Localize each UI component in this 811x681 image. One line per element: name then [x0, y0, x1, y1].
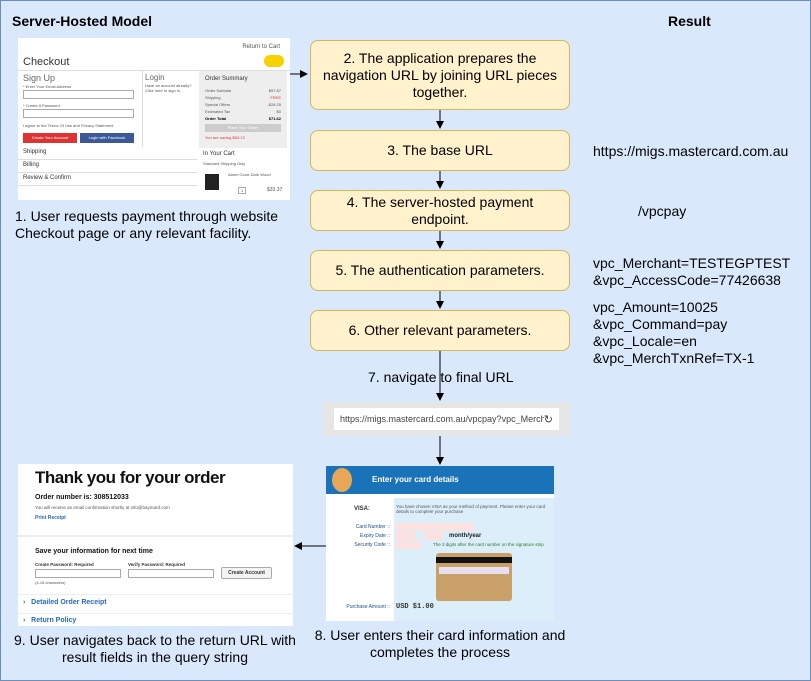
summary-heading: Order Summary	[205, 76, 248, 82]
payment-message: You have chosen VISA as your method of p…	[396, 504, 546, 514]
return-policy-link: › Return Policy	[23, 617, 77, 624]
thanks-title: Thank you for your order	[35, 468, 226, 487]
result-auth: vpc_Merchant=TESTEGPTEST &vpc_AccessCode…	[593, 255, 790, 289]
security-hint: The 3 digits after the card number on th…	[433, 542, 544, 547]
thank-you-screenshot: Thank you for your order Order number is…	[18, 464, 293, 626]
cart-heading: In Your Cart	[203, 151, 235, 157]
security-code-field	[396, 541, 421, 549]
login-heading: Login	[145, 73, 165, 82]
param-command: &vpc_Command=pay	[593, 316, 728, 332]
card-details-screenshot: Enter your card details VISA: You have c…	[326, 466, 554, 621]
result-other: vpc_Amount=10025 &vpc_Command=pay &vpc_L…	[593, 299, 754, 367]
checkout-screenshot: Return to Cart Checkout Sign Up * Enter …	[18, 38, 290, 200]
result-endpoint: /vpcpay	[638, 203, 687, 219]
detailed-receipt-link: › Detailed Order Receipt	[23, 599, 107, 606]
reload-icon[interactable]: ↻	[543, 413, 553, 426]
order-number: Order number is: 308512033	[35, 494, 129, 501]
shipping-only: Standard Shipping Only	[203, 161, 246, 166]
param-merch-ref: &vpc_MerchTxnRef=TX-1	[593, 350, 755, 366]
amount-label: Purchase Amount ::	[346, 604, 390, 610]
create-password-field	[35, 569, 121, 578]
chars-hint: (4-18 characters)	[35, 580, 66, 585]
title-right: Result	[668, 13, 711, 29]
return-to-cart: Return to Cart	[242, 44, 280, 50]
title-left: Server-Hosted Model	[12, 13, 153, 29]
login-text: Have an account already? Click here to s…	[145, 83, 192, 93]
person-image	[332, 468, 352, 492]
item-price: $33.37	[267, 187, 283, 193]
auth-access-code: &vpc_AccessCode=77426638	[593, 272, 781, 288]
norton-seal-icon	[264, 55, 284, 67]
caption-step-1: 1. User requests payment through website…	[15, 208, 279, 241]
password-field	[23, 109, 134, 118]
caption-step-9: 9. User navigates back to the return URL…	[14, 632, 296, 665]
amount-value: USD $1.00	[396, 603, 434, 611]
clock-product-image	[205, 174, 219, 190]
password-label: * Create A Password	[23, 103, 60, 108]
expiry-label: Expiry Date ::	[359, 533, 390, 539]
step-6-box: 6. Other relevant parameters.	[310, 310, 570, 351]
card-header: Enter your card details	[326, 466, 554, 494]
verify-password-label: Verify Password: Required	[128, 562, 186, 567]
url-bar: https://migs.mastercard.com.au/vpcpay?vp…	[323, 402, 570, 436]
expiry-month-field	[396, 532, 415, 540]
step-2-box: 2. The application prepares the navigati…	[310, 40, 570, 110]
security-label: Security Code ::	[354, 542, 390, 548]
card-number-label: Card Number ::	[355, 524, 390, 530]
card-number-field	[396, 523, 474, 531]
email-field	[23, 90, 134, 99]
place-order-button: Place Your Order	[205, 124, 281, 132]
print-receipt-link: Print Receipt	[35, 515, 66, 521]
verify-password-field	[128, 569, 214, 578]
caption-step-8: 8. User enters their card information an…	[314, 627, 566, 660]
save-info-heading: Save your information for next time	[35, 548, 153, 555]
email-confirmation: You will receive an email confirmation s…	[35, 505, 170, 510]
expiry-year-field	[424, 532, 443, 540]
item-name: Alarm Clock Dark Wood	[228, 172, 271, 177]
item-qty: 1	[238, 187, 247, 194]
credit-card-image	[436, 553, 512, 601]
agree-text: I agree to the Terms Of Use and Privacy …	[23, 123, 114, 128]
param-amount: vpc_Amount=10025	[593, 299, 718, 315]
step-5-box: 5. The authentication parameters.	[310, 250, 570, 291]
order-summary: Order Summary Order Subtotal$57.87 Shipp…	[199, 71, 287, 148]
create-account-button: Create Your Account	[23, 133, 77, 143]
facebook-login-button: Login with Facebook	[80, 133, 134, 143]
visa-label: VISA:	[354, 506, 371, 512]
url-text: https://migs.mastercard.com.au/vpcpay?vp…	[340, 414, 544, 424]
result-base-url: https://migs.mastercard.com.au	[593, 143, 789, 159]
signup-heading: Sign Up	[23, 73, 56, 83]
saving-text: You are saving $63.13	[205, 135, 245, 140]
param-locale: &vpc_Locale=en	[593, 333, 697, 349]
auth-merchant: vpc_Merchant=TESTEGPTEST	[593, 255, 791, 271]
step-3-box: 3. The base URL	[310, 130, 570, 171]
checkout-sections: Shipping Billing Review & Confirm	[18, 147, 197, 186]
step-7-label: 7. navigate to final URL	[368, 369, 514, 385]
step-4-box: 4. The server-hosted payment endpoint.	[310, 190, 570, 231]
url-field[interactable]: https://migs.mastercard.com.au/vpcpay?vp…	[334, 408, 559, 430]
checkout-title: Checkout	[23, 56, 70, 68]
month-year-label: month/year	[449, 533, 482, 539]
create-account-button: Create Account	[221, 567, 272, 579]
email-label: * Enter Your Email Address	[23, 84, 72, 89]
create-password-label: Create Password: Required	[35, 562, 94, 567]
